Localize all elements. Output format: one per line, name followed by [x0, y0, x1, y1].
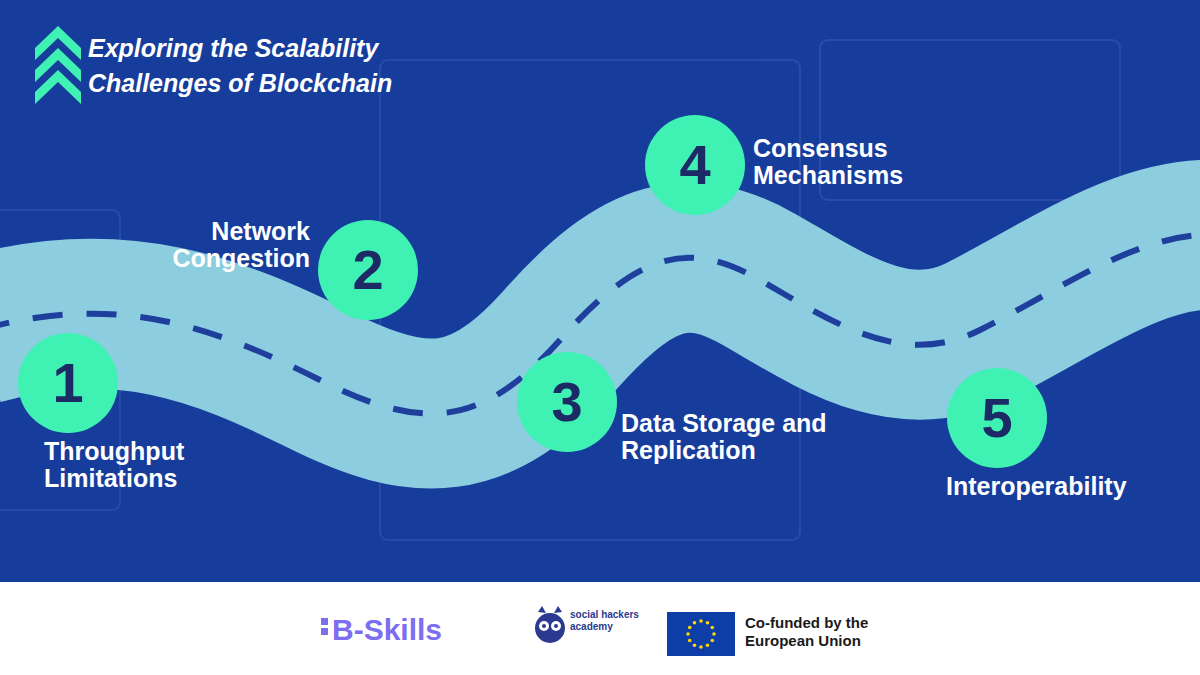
funding-note: Co-funded by the European Union [745, 614, 885, 650]
step-number: 1 [52, 355, 83, 411]
step-number: 3 [551, 374, 582, 430]
step-circle: 3Data Storage and Replication [517, 352, 617, 452]
step-number: 2 [352, 242, 383, 298]
step-label: Throughput Limitations [44, 438, 254, 492]
diagram-title: Exploring the Scalability Challenges of … [88, 31, 468, 101]
step-number: 4 [679, 137, 710, 193]
step-circle: 5Interoperability [947, 368, 1047, 468]
step-label: Network Congestion [140, 218, 310, 272]
step-label: Consensus Mechanisms [753, 135, 963, 189]
step-circle: 2Network Congestion [318, 220, 418, 320]
step-label: Data Storage and Replication [621, 410, 871, 464]
step-circle: 1Throughput Limitations [18, 333, 118, 433]
step-label: Interoperability [946, 473, 1196, 500]
step-circle: 4Consensus Mechanisms [645, 115, 745, 215]
step-number: 5 [981, 390, 1012, 446]
logo-text: social hackers academy [570, 609, 640, 633]
logo-text: B-Skills [332, 613, 492, 647]
